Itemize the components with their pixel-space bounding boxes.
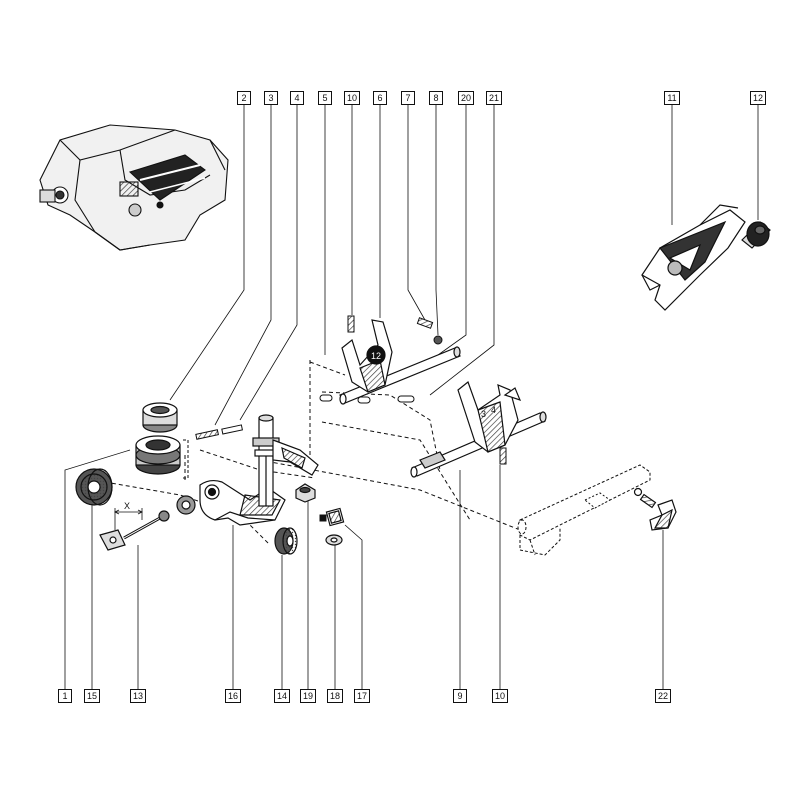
part-16-selector-lever [176,479,286,526]
part-14-gear [274,527,298,555]
leader-lines [64,105,759,690]
callout-10-bottom: 10 [492,689,508,703]
callout-14: 14 [274,689,290,703]
callout-8: 8 [429,91,443,105]
dimension-x [114,508,143,530]
part-1-selector-bushing [135,435,181,475]
part-20-interlock-pin [319,394,371,404]
callout-15: 15 [84,689,100,703]
svg-text:4: 4 [491,405,496,415]
part-8-ball [433,335,443,345]
part-7-spring [416,317,434,329]
callout-4: 4 [290,91,304,105]
part-17-sleeve [325,507,345,527]
shift-rod-3-4: 3 4 [410,381,547,478]
part-2-bushing [142,402,178,433]
callout-21: 21 [486,91,502,105]
part-22-detent [633,487,677,531]
callout-6: 6 [373,91,387,105]
part-11-release-fork [641,204,746,311]
part-10-spring-upper [347,315,355,333]
callout-12: 12 [750,91,766,105]
small-pin [319,514,327,522]
callout-1: 1 [58,689,72,703]
part-12-pivot-ball [741,221,771,249]
part-1-bracket [183,439,189,479]
callout-13: 13 [130,689,146,703]
callout-9: 9 [453,689,467,703]
part-18-washer [325,534,343,546]
svg-text:1: 1 [371,351,376,361]
callout-10-top: 10 [344,91,360,105]
callout-19: 19 [300,689,316,703]
callout-17: 17 [354,689,370,703]
part-15-bearing [75,468,113,506]
callout-20: 20 [458,91,474,105]
callout-11: 11 [664,91,680,105]
dimension-x-label: X [124,501,130,511]
reverse-shift-rod [517,464,651,556]
part-3-spring [195,429,219,440]
callout-7: 7 [401,91,415,105]
shift-rod-1-2: 1 2 [339,319,461,405]
svg-text:3: 3 [481,409,486,419]
callout-22: 22 [655,689,671,703]
gearbox-housing-illustration [39,124,229,251]
part-13-control-link [99,510,170,551]
part-4-pin [221,424,243,435]
part-19-plug [295,483,316,503]
callout-3: 3 [264,91,278,105]
part-21-interlock-pin [397,395,415,403]
callout-5: 5 [318,91,332,105]
part-10-spring-lower [499,447,507,465]
callout-2: 2 [237,91,251,105]
svg-text:2: 2 [376,351,381,361]
shift-shaft-assembly [252,414,319,507]
callout-16: 16 [225,689,241,703]
callout-18: 18 [327,689,343,703]
